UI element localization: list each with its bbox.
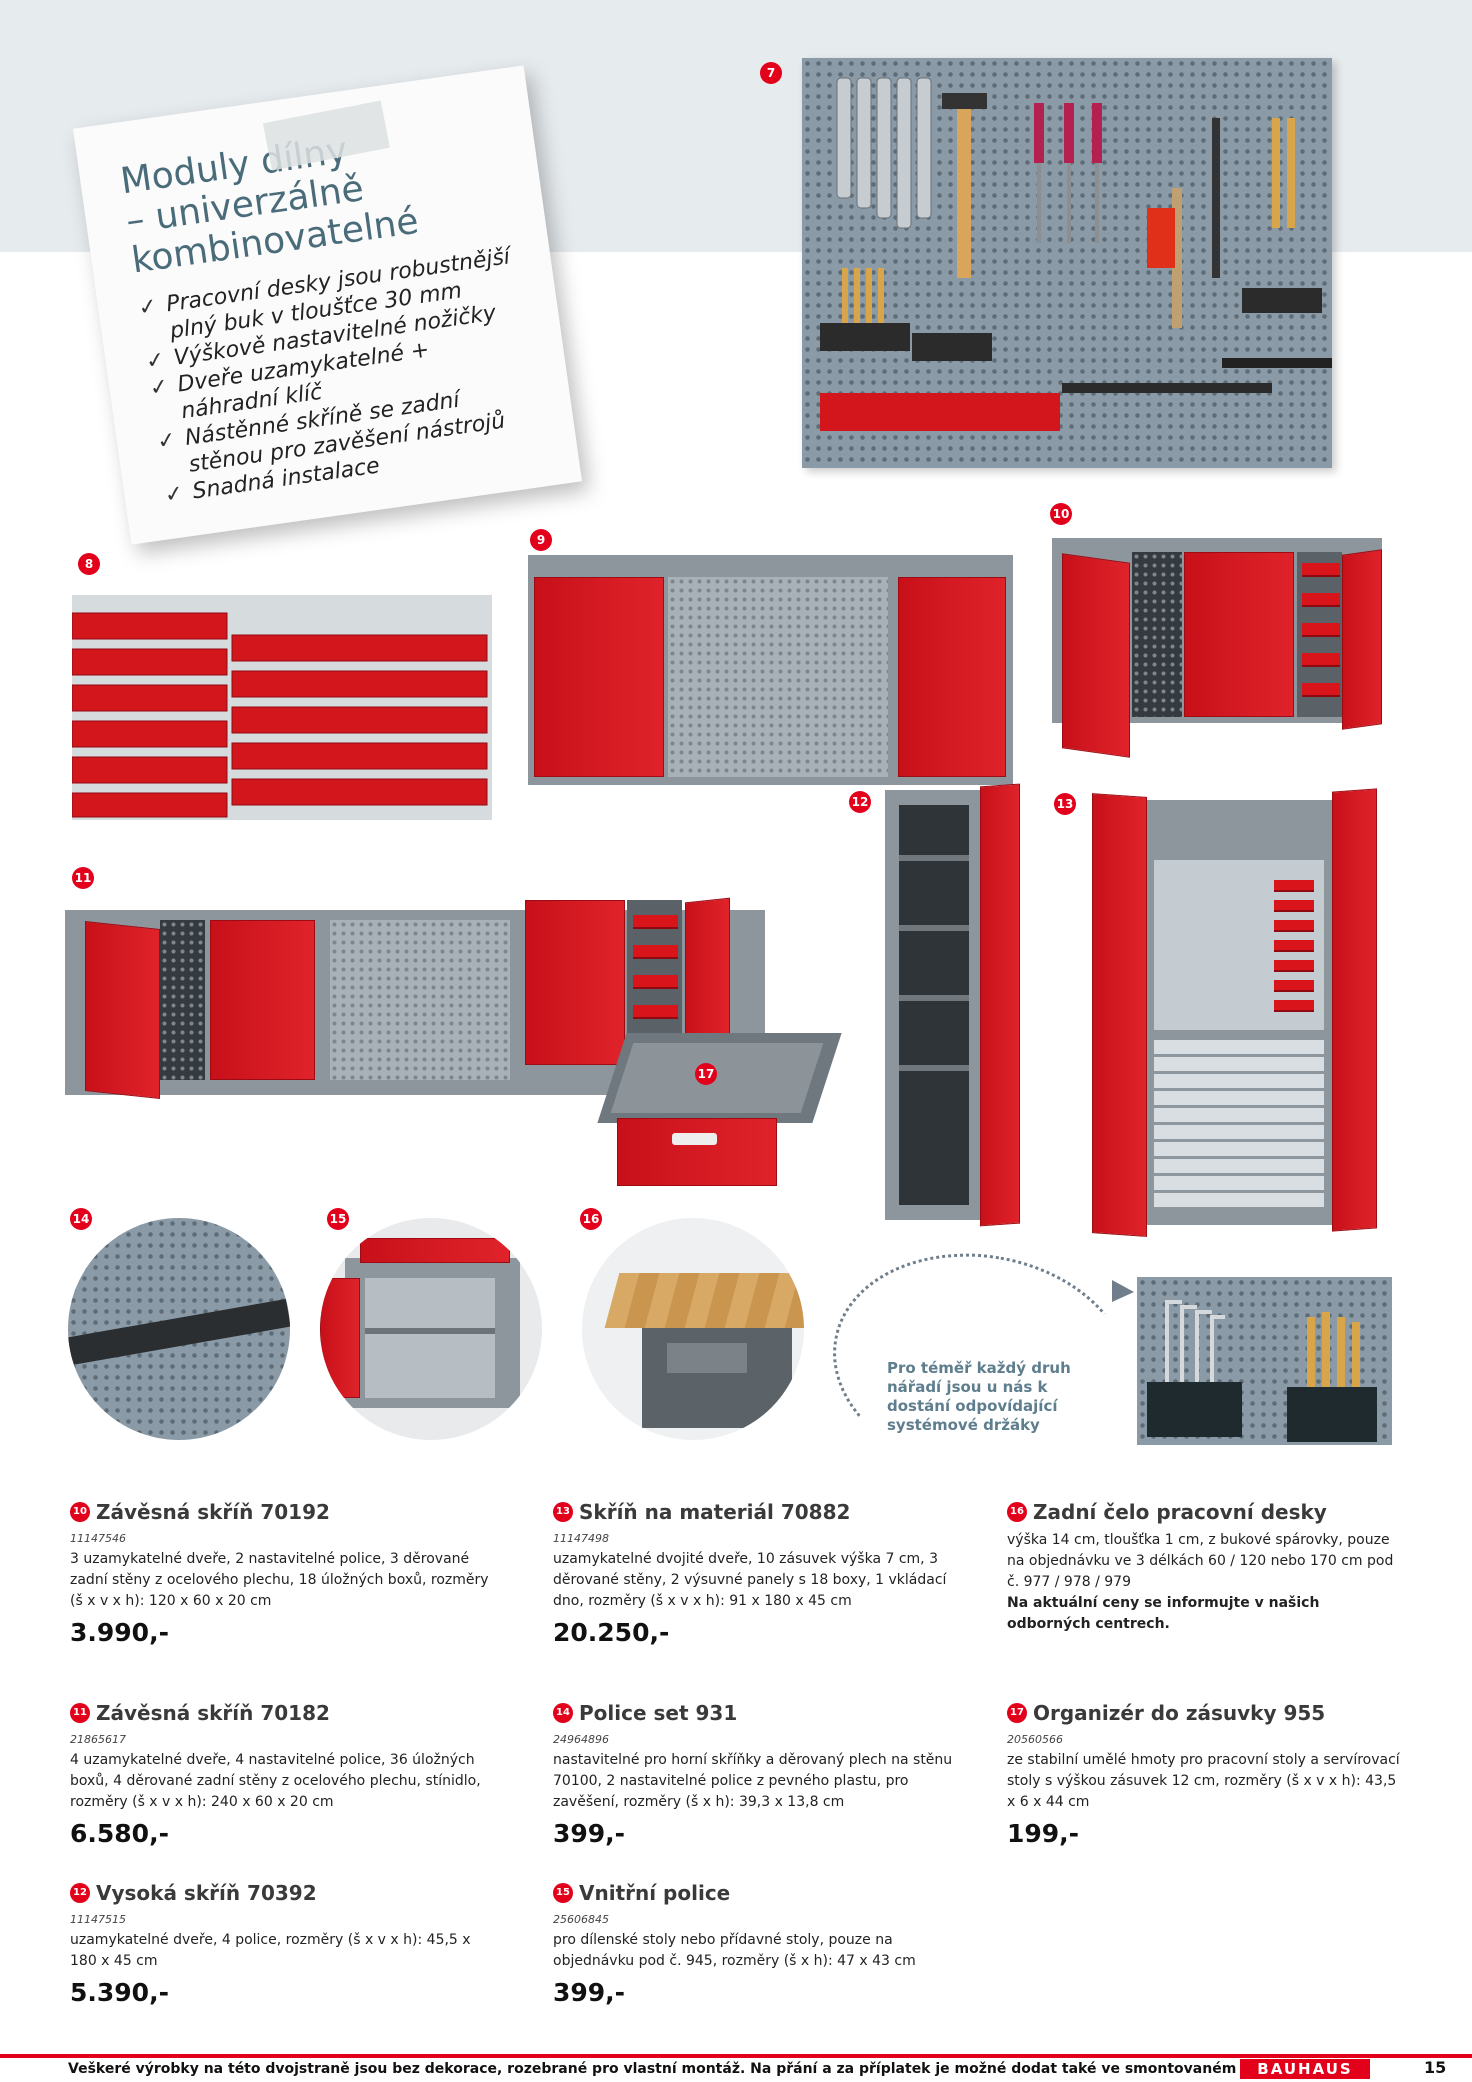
arrow-head-icon [1112, 1280, 1134, 1302]
product-description: uzamykatelné dvojité dveře, 10 zásuvek v… [553, 1551, 947, 1609]
product-number: 14 [553, 1703, 573, 1723]
product-sku: 11147515 [70, 1913, 126, 1926]
product-14: 14 Police set 931 24964896 nastavitelné p… [553, 1701, 973, 1848]
product-price: 3.990,- [70, 1618, 169, 1647]
product-11: 11 Závěsná skříň 70182 21865617 4 uzamyka… [70, 1701, 490, 1848]
product-price: 399,- [553, 1978, 626, 2007]
back-board-image [582, 1218, 804, 1440]
badge-7: 7 [760, 62, 782, 84]
footer-disclaimer: Veškeré výrobky na této dvojstraně jsou … [68, 2061, 1291, 2077]
product-note: Na aktuální ceny se informujte v našich … [1007, 1595, 1320, 1632]
product-sku: 11147498 [553, 1532, 609, 1545]
tools-illustration [820, 77, 1332, 431]
product-sku: 21865617 [70, 1733, 126, 1746]
badge-14: 14 [70, 1208, 92, 1230]
product-price: 5.390,- [70, 1978, 169, 2007]
product-price: 399,- [553, 1819, 626, 1848]
product-price: 20.250,- [553, 1618, 670, 1647]
product-number: 13 [553, 1502, 573, 1522]
shelf-set-image [68, 1218, 290, 1440]
product-sku: 25606845 [553, 1913, 609, 1926]
tall-cabinet-image [885, 783, 1025, 1227]
product-price: 199,- [1007, 1819, 1080, 1848]
product-description: uzamykatelné dveře, 4 police, rozměry (š… [70, 1932, 471, 1969]
check-icon: ✓ [148, 374, 170, 402]
product-16: 16 Zadní čelo pracovní desky výška 14 cm,… [1007, 1500, 1407, 1635]
bin-wall-image [71, 595, 492, 820]
badge-10: 10 [1050, 503, 1072, 525]
check-icon: ✓ [155, 427, 178, 455]
system-holders-text: Pro téměř každý druh nářadí jsou u nás k… [887, 1359, 1071, 1434]
product-sku: 11147546 [70, 1532, 126, 1545]
bauhaus-logo: BAUHAUS [1240, 2059, 1370, 2079]
product-title: Skříň na materiál 70882 [579, 1500, 851, 1524]
page-number: 15 [1424, 2058, 1447, 2077]
product-description: nastavitelné pro horní skříňky a děrovan… [553, 1752, 953, 1810]
inner-shelf-image [320, 1218, 542, 1440]
check-icon: ✓ [136, 293, 159, 322]
badge-15: 15 [327, 1208, 349, 1230]
badge-16: 16 [580, 1208, 602, 1230]
product-number: 10 [70, 1502, 90, 1522]
product-15: 15 Vnitřní police 25606845 pro dílenské s… [553, 1881, 973, 2007]
product-title: Vnitřní police [579, 1881, 731, 1905]
product-description: pro dílenské stoly nebo přídavné stoly, … [553, 1932, 916, 1969]
product-number: 12 [70, 1883, 90, 1903]
pegboard-image [802, 58, 1332, 468]
product-title: Vysoká skříň 70392 [96, 1881, 317, 1905]
product-12: 12 Vysoká skříň 70392 11147515 uzamykatel… [70, 1881, 490, 2007]
material-cabinet-image [1092, 788, 1382, 1240]
product-sku: 20560566 [1007, 1733, 1063, 1746]
badge-11: 11 [72, 867, 94, 889]
product-sku: 24964896 [553, 1733, 609, 1746]
promo-note: Moduly dílny – univerzálně kombinovateln… [72, 65, 583, 545]
product-10: 10 Závěsná skříň 70192 11147546 3 uzamyka… [70, 1500, 490, 1647]
product-description: ze stabilní umělé hmoty pro pracovní sto… [1007, 1752, 1400, 1810]
promo-bullets: ✓Pracovní desky jsou robustnější plný bu… [137, 242, 548, 509]
product-description: 3 uzamykatelné dveře, 2 nastavitelné pol… [70, 1551, 489, 1609]
product-title: Police set 931 [579, 1701, 738, 1725]
product-number: 11 [70, 1703, 90, 1723]
footer-divider [0, 2054, 1472, 2058]
product-number: 15 [553, 1883, 573, 1903]
badge-9: 9 [530, 529, 552, 551]
cabinet-11-image [65, 880, 765, 1140]
product-description: 4 uzamykatelné dveře, 4 nastavitelné pol… [70, 1752, 481, 1810]
product-description: výška 14 cm, tloušťka 1 cm, z bukové spá… [1007, 1532, 1394, 1590]
product-number: 17 [1007, 1703, 1027, 1723]
product-title: Závěsná skříň 70192 [96, 1500, 330, 1524]
product-title: Organizér do zásuvky 955 [1033, 1701, 1326, 1725]
badge-17: 17 [695, 1063, 717, 1085]
product-17: 17 Organizér do zásuvky 955 20560566 ze s… [1007, 1701, 1407, 1848]
cabinet-9-image [528, 555, 1013, 785]
holders-image [1137, 1277, 1392, 1445]
bins-illustration [71, 612, 488, 818]
tools-icon [1165, 1300, 1360, 1387]
product-13: 13 Skříň na materiál 70882 11147498 uzamy… [553, 1500, 973, 1647]
drawer-organizer-image [597, 1033, 842, 1188]
product-number: 16 [1007, 1502, 1027, 1522]
badge-13: 13 [1054, 793, 1076, 815]
product-title: Zadní čelo pracovní desky [1033, 1500, 1327, 1524]
product-title: Závěsná skříň 70182 [96, 1701, 330, 1725]
badge-8: 8 [78, 553, 100, 575]
cabinet-10-image [1052, 538, 1382, 763]
check-icon: ✓ [144, 347, 167, 375]
product-price: 6.580,- [70, 1819, 169, 1848]
check-icon: ✓ [163, 481, 185, 509]
badge-12: 12 [849, 791, 871, 813]
